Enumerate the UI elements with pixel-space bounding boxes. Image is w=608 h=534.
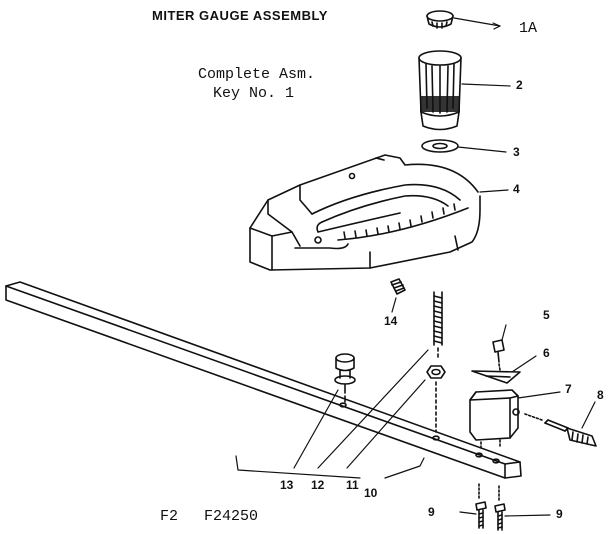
leader-lines (235, 17, 596, 517)
part-13-stop-screw (334, 353, 356, 403)
part-5-screw (492, 339, 505, 371)
callout-9-right: 9 (556, 507, 563, 521)
part-8-thumb-screw (524, 413, 597, 447)
part-7-block (469, 389, 520, 451)
part-4-body (249, 154, 481, 271)
callout-14: 14 (384, 314, 398, 328)
part-2-handle (418, 50, 462, 131)
callout-7: 7 (565, 382, 572, 396)
part-9-screws (475, 481, 506, 531)
callout-13: 13 (280, 478, 294, 492)
part-11-nut (426, 365, 446, 433)
callout-2: 2 (516, 78, 523, 92)
part-10-bar (5, 281, 522, 479)
part-14-setscrew (390, 278, 406, 295)
callout-10: 10 (364, 486, 378, 500)
part-12-stud (433, 291, 443, 361)
note-line-1: Complete Asm. (198, 66, 316, 83)
part-6-pointer (471, 370, 521, 384)
note-line-2: Key No. 1 (213, 85, 295, 102)
callout-8: 8 (597, 388, 604, 402)
callout-12: 12 (311, 478, 325, 492)
callout-3: 3 (513, 145, 520, 159)
part-1a-cap (426, 10, 454, 29)
callout-1a: 1A (519, 20, 538, 37)
callout-9-left: 9 (428, 505, 435, 519)
figure-ref-f2: F2 (160, 508, 179, 525)
callout-4: 4 (513, 182, 520, 196)
part-3-washer (421, 139, 459, 153)
callout-11: 11 (346, 478, 359, 492)
callout-5: 5 (543, 308, 550, 322)
callout-6: 6 (543, 346, 550, 360)
diagram-title: MITER GAUGE ASSEMBLY (152, 8, 328, 23)
figure-ref-number: F24250 (204, 508, 259, 525)
